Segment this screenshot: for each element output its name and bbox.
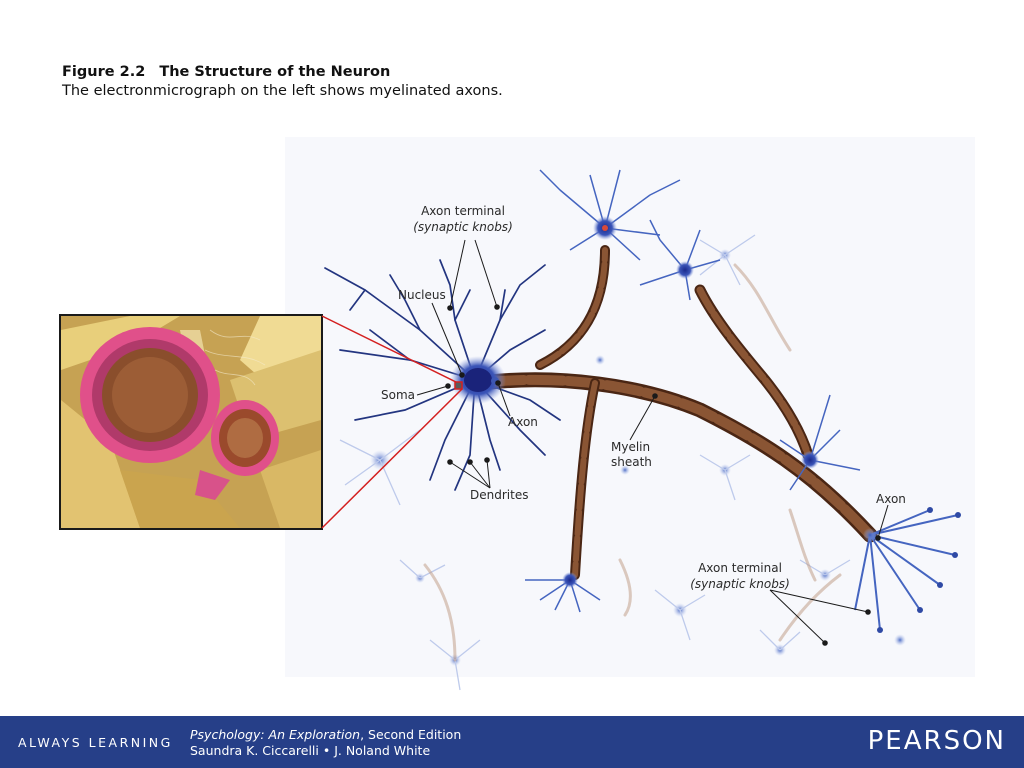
book-authors: Saundra K. Ciccarelli • J. Noland White [190, 742, 431, 758]
diagram-labels: Axon terminal (synaptic knobs) Nucleus S… [381, 204, 906, 591]
neuron-diagram: Axon terminal (synaptic knobs) Nucleus S… [59, 169, 961, 691]
leader-lines [416, 239, 889, 646]
label-axon-mid: Axon [508, 415, 538, 429]
footer-tagline: ALWAYS LEARNING [18, 735, 173, 750]
figure-title: The Structure of the Neuron [159, 64, 391, 80]
figure-description: The electronmicrograph on the left shows… [62, 83, 503, 99]
label-axon-terminal-top-sub: (synaptic knobs) [413, 220, 513, 234]
figure-caption: Figure 2.2 The Structure of the Neuron Th… [62, 63, 503, 101]
footer-book-info: Psychology: An Exploration, Second Editi… [190, 727, 461, 758]
electron-micrograph [59, 314, 323, 530]
background-axons [423, 263, 842, 662]
pearson-logo: PEARSON [867, 726, 1006, 756]
bottom-neuron [525, 572, 601, 613]
book-title: Psychology: An Exploration [190, 727, 361, 742]
myelinated-axons [482, 245, 878, 580]
label-dendrites: Dendrites [470, 488, 528, 502]
upper-right-neuron [639, 219, 721, 301]
label-axon-terminal-top: Axon terminal [421, 204, 505, 218]
right-neuron [779, 394, 861, 491]
callout-lines [321, 315, 463, 529]
figure-number: Figure 2.2 [62, 64, 146, 80]
label-myelin-sheath-2: sheath [611, 455, 652, 469]
label-soma: Soma [381, 388, 415, 402]
label-axon-terminal-bottom: Axon terminal [698, 561, 782, 575]
footer-bar: ALWAYS LEARNING Psychology: An Explorati… [0, 716, 1024, 768]
neuron-soma [450, 356, 506, 404]
label-nucleus: Nucleus [398, 288, 446, 302]
label-myelin-sheath-1: Myelin [611, 440, 650, 454]
axon-terminal-bottom-right [854, 507, 961, 633]
label-axon-terminal-bottom-sub: (synaptic knobs) [690, 577, 790, 591]
top-neuron [539, 169, 681, 261]
label-axon-right: Axon [876, 492, 906, 506]
book-edition: , Second Edition [360, 727, 462, 742]
